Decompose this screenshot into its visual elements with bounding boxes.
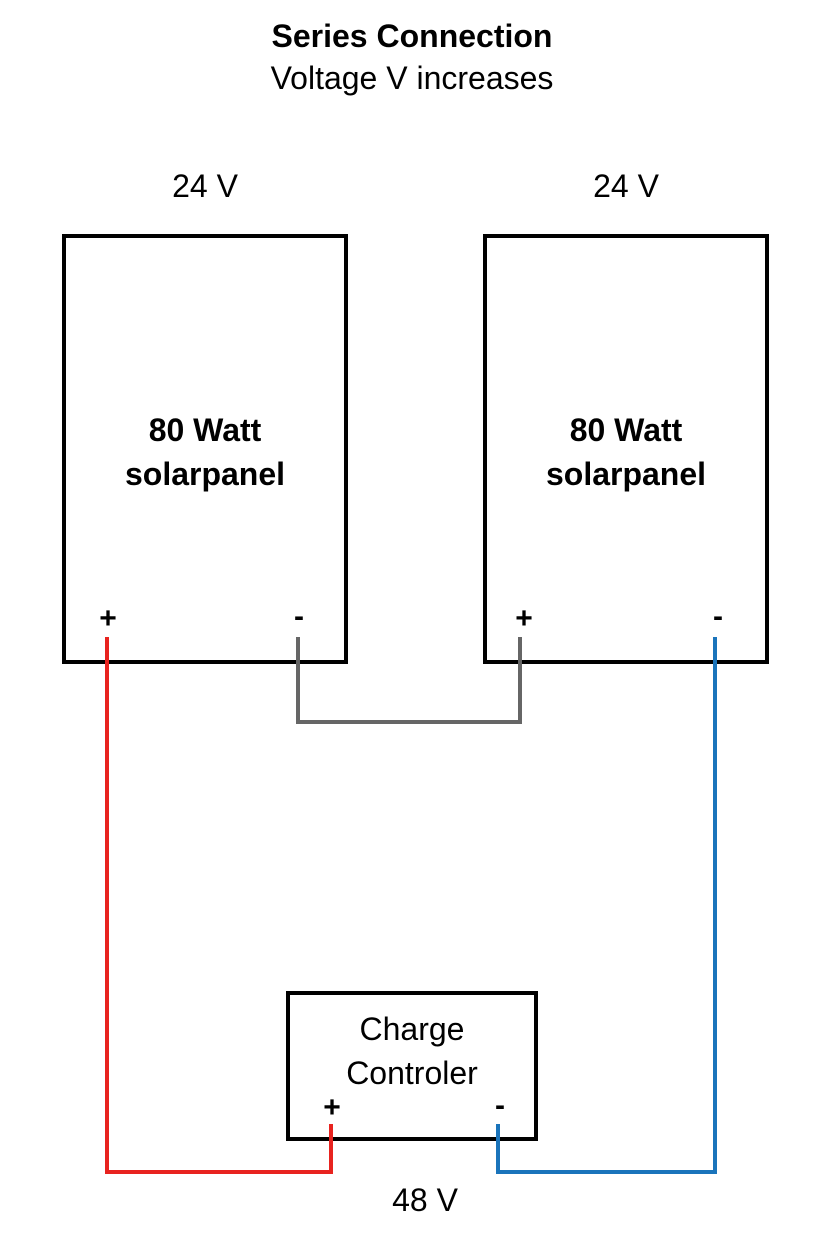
controller-label-line2: Controler (346, 1055, 478, 1091)
panel-1-plus-terminal: + (99, 602, 117, 635)
negative-wire (496, 637, 717, 1174)
panel-2-label-line2: solarpanel (545, 456, 707, 492)
panel-1-voltage: 24 V (172, 168, 238, 204)
diagram-title: Series Connection (271, 18, 553, 54)
panel-2-plus-terminal: + (515, 602, 533, 635)
controller-minus-terminal: - (495, 1089, 505, 1122)
panel-2-label-line1: 80 Watt (569, 412, 683, 448)
solar-panel-2: 80 Watt solarpanel + - (483, 234, 769, 664)
output-voltage: 48 V (392, 1182, 458, 1218)
panel-1-minus-terminal: - (294, 600, 304, 633)
panel-1-label-line2: solarpanel (124, 456, 286, 492)
controller-plus-terminal: + (323, 1091, 341, 1124)
diagram-subtitle: Voltage V increases (270, 60, 554, 96)
solar-panel-1: 80 Watt solarpanel + - (62, 234, 348, 664)
panel-1-label-line1: 80 Watt (148, 412, 262, 448)
controller-label-line1: Charge (359, 1011, 465, 1047)
series-link-wire (296, 637, 522, 724)
positive-wire (105, 637, 333, 1174)
panel-2-voltage: 24 V (593, 168, 659, 204)
panel-2-minus-terminal: - (713, 600, 723, 633)
charge-controller: Charge Controler + - (286, 991, 538, 1141)
